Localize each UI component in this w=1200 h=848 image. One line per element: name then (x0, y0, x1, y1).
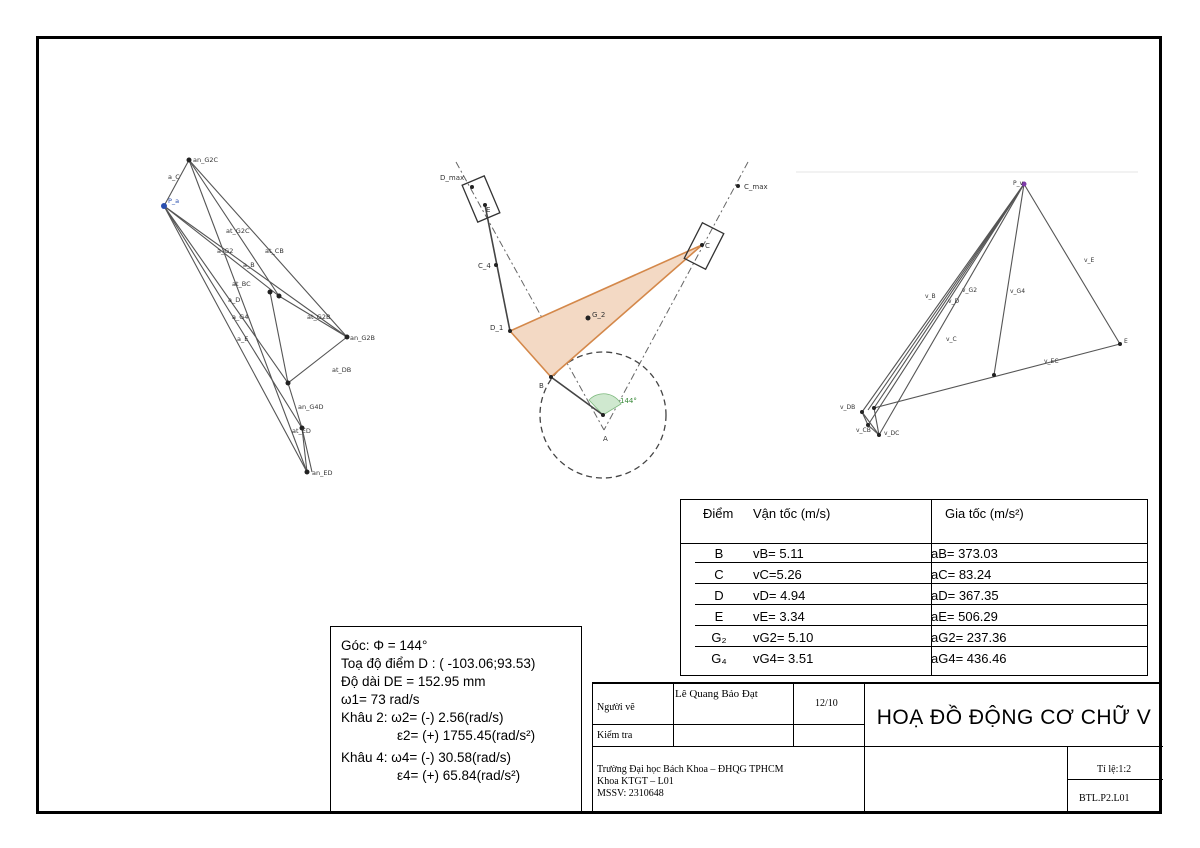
drawn-by-label: Người vẽ (597, 702, 635, 713)
school-name: Trường Đại học Bách Khoa – ĐHQG TPHCM (597, 764, 784, 775)
slider-axis-left (455, 161, 605, 431)
header-point: Điểm (703, 506, 734, 521)
accel-label-p-a: P_a (168, 197, 179, 205)
vel-label-p-v: P_v (1013, 180, 1024, 187)
mech-label-e: E (486, 206, 490, 214)
accel-label-a-c: a_C (168, 173, 180, 181)
drawing-frame (36, 36, 1162, 814)
results-divider (931, 500, 932, 675)
faculty-name: Khoa KTGT – L01 (597, 776, 674, 787)
accel-label-a-e: a_E (237, 335, 248, 343)
mech-label-c: C (705, 242, 710, 250)
acceleration-plan (163, 159, 348, 473)
info-link4-omega: Khâu 4: ω4= (-) 30.58(rad/s) (341, 750, 511, 765)
header-velocity: Vận tốc (m/s) (753, 506, 831, 521)
mech-label-b: B (539, 382, 544, 390)
acceleration-points (161, 157, 350, 475)
vel-label-v-db: v_DB (840, 404, 855, 411)
header-acceleration: Gia tốc (m/s²) (945, 506, 1024, 521)
vel-label-v-g4: v_G4 (1010, 288, 1025, 295)
slider-e (461, 175, 501, 223)
mech-angle-label: 144° (620, 397, 637, 405)
accel-label-at-bc: at_BC (232, 280, 251, 288)
scale-label: Tỉ lệ:1:2 (1097, 764, 1132, 775)
rod-de (484, 204, 511, 332)
vel-label-e: E (1124, 338, 1128, 345)
accel-label-at-ed: at_ED (292, 427, 311, 435)
vel-label-v-cb: v_CB (856, 427, 871, 434)
accel-label-an-g2c: an_G2C (193, 156, 219, 164)
accel-label-an-ed: an_ED (312, 469, 332, 477)
accel-label-a-b: a_B (243, 261, 255, 269)
mechanism: D_max E C_4 D_1 G_2 B A C C_max 144° (440, 161, 768, 479)
crank-ab (550, 376, 604, 416)
connecting-rod-triangle (508, 244, 703, 379)
vel-label-v-c: v_C (946, 336, 957, 343)
slider-c (683, 221, 725, 271)
acceleration-labels: an_G2C a_C P_a at_G2C at_CB a_G2 a_B at_… (168, 156, 375, 477)
drawn-date: 12/10 (815, 698, 838, 709)
checked-label: Kiểm tra (597, 730, 633, 741)
accel-label-an-g2b: an_G2B (350, 334, 375, 342)
mech-label-c-max: C_max (744, 183, 768, 191)
mech-label-a: A (603, 435, 608, 443)
accel-label-a-d: a_D (228, 296, 240, 304)
info-length-de: Độ dài DE = 152.95 mm (341, 674, 486, 689)
slider-axis-right (603, 161, 749, 431)
results-header: Điểm Vận tốc (m/s) Gia tốc (m/s²) (681, 500, 1147, 544)
accel-label-at-g2c: at_G2C (226, 227, 250, 235)
title-block: Người vẽ Lê Quang Bảo Đạt 12/10 Kiểm tra… (592, 682, 1163, 814)
accel-label-at-db: at_DB (332, 366, 351, 374)
vel-label-v-dc: v_DC (884, 430, 899, 437)
accel-label-a-g2: a_G2 (217, 247, 233, 255)
info-omega1: ω1= 73 rad/s (341, 692, 420, 707)
drawing-title: HOẠ ĐỒ ĐỘNG CƠ CHỮ V (876, 706, 1152, 729)
info-angle: Góc: Φ = 144° (341, 638, 428, 653)
student-id: MSSV: 2310648 (597, 788, 664, 799)
accel-label-a-g4: a_G4 (232, 313, 248, 321)
velocity-plan: P_v v_E v_B v_D v_G2 v_G4 v_C v_EC v_DB … (796, 171, 1138, 437)
drawing-code: BTL.P2.L01 (1079, 793, 1130, 804)
vel-label-v-e: v_E (1084, 257, 1095, 264)
accel-label-at-cb: at_CB (265, 247, 284, 255)
info-link2-omega: Khâu 2: ω2= (-) 2.56(rad/s) (341, 710, 504, 725)
angle-sector (588, 393, 622, 416)
info-link4-eps: ε4= (+) 65.84(rad/s²) (397, 768, 521, 783)
crank-circle (539, 351, 667, 479)
mech-label-d1: D_1 (490, 324, 503, 332)
info-box: Góc: Φ = 144° Toạ độ điểm D : ( -103.06;… (330, 626, 582, 812)
info-coord-d: Toạ độ điểm D : ( -103.06;93.53) (341, 656, 536, 671)
accel-label-an-g4d: an_G4D (298, 403, 324, 411)
mech-label-d-max: D_max (440, 174, 464, 182)
info-link2-eps: ε2= (+) 1755.45(rad/s²) (397, 728, 536, 743)
vel-label-v-g2: v_G2 (962, 287, 977, 294)
vel-label-v-b: v_B (925, 293, 936, 300)
drawn-by-name: Lê Quang Bảo Đạt (675, 688, 758, 700)
vel-label-v-d: v_D (948, 298, 960, 305)
mech-label-c4: C_4 (478, 262, 491, 270)
mech-label-g2: G_2 (592, 311, 605, 319)
vel-label-v-ec: v_EC (1044, 358, 1059, 365)
accel-label-at-g2b: at_G2B (307, 313, 330, 321)
